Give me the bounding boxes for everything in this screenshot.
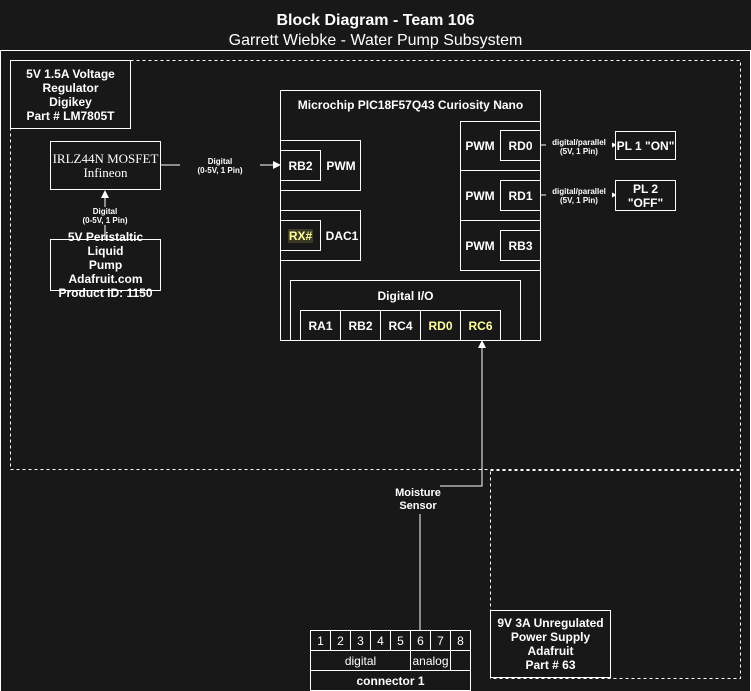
regulator-line-2: Regulator: [42, 80, 99, 95]
dio-pin-rd0: RD0: [420, 310, 461, 341]
pl1-label: PL 1 "ON": [616, 138, 675, 153]
digital-io-title: Digital I/O: [377, 289, 434, 303]
pin-rb2: RB2: [280, 150, 321, 181]
moisture-line-2: Sensor: [399, 500, 437, 512]
diagram-title: Block Diagram - Team 106: [276, 12, 475, 29]
regulator-line-1: 5V 1.5A Voltage: [26, 66, 115, 81]
dio-pin-label: RD0: [428, 318, 453, 333]
diagram-subtitle: Garrett Wiebke - Water Pump Subsystem: [228, 32, 523, 49]
pl2-box: PL 2 "OFF": [615, 180, 676, 211]
pin-rb3-label: RB3: [508, 238, 533, 253]
dio-pin-label: RC4: [388, 318, 413, 333]
pump-line-1: 5V Peristaltic Liquid: [67, 230, 144, 258]
label-pump-mosfet: Digital (0-5V, 1 Pin): [65, 207, 145, 225]
pin-rd1: RD1: [500, 180, 541, 211]
connector-name-bar: connector 1: [310, 670, 471, 691]
connector-pin-label: 3: [357, 633, 364, 648]
pwm3-label: PWM: [465, 239, 495, 253]
pin-rd1-label: RD1: [508, 188, 533, 203]
power-supply-box: 9V 3A Unregulated Power Supply Adafruit …: [490, 610, 611, 678]
connector-pin-label: 2: [337, 633, 344, 648]
moisture-sensor-label: Moisture Sensor: [380, 487, 456, 513]
connector-pin-7: 7: [430, 630, 451, 651]
dio-pin-ra1: RA1: [300, 310, 341, 341]
dio-pin-label: RC6: [468, 318, 493, 333]
label-mosfet-rb2-l1: Digital: [207, 157, 233, 166]
pump-line-2: Pump Adafruit.com: [68, 258, 143, 286]
label-pump-mosfet-l1: Digital: [92, 207, 118, 216]
connector-pin-1: 1: [310, 630, 331, 651]
pl1-box: PL 1 "ON": [615, 131, 676, 160]
voltage-regulator-box: 5V 1.5A Voltage Regulator Digikey Part #…: [10, 60, 131, 129]
pin-rx: RX#: [280, 220, 321, 251]
connector-pin-3: 3: [350, 630, 371, 651]
connector-pin-4: 4: [370, 630, 391, 651]
connector-analog-label: analog: [412, 653, 449, 668]
pump-box: 5V Peristaltic Liquid Pump Adafruit.com …: [50, 230, 161, 300]
connector-pin-2: 2: [330, 630, 351, 651]
label-mosfet-rb2: Digital (0-5V, 1 Pin): [180, 157, 260, 175]
dio-pin-rc6: RC6: [460, 310, 501, 341]
power-line-3: Adafruit: [527, 644, 574, 658]
pin-rb2-label: RB2: [288, 158, 313, 173]
power-line-2: Power Supply: [510, 630, 591, 644]
connector-pin-label: 7: [437, 633, 444, 648]
label-rd0-pl1-l2: (5V, 1 Pin): [560, 147, 598, 156]
connector-pin-6: 6: [410, 630, 431, 651]
mosfet-line-1: IRLZ44N MOSFET: [52, 150, 159, 166]
connector-pin-5: 5: [390, 630, 411, 651]
pwm2-label: PWM: [465, 189, 495, 203]
label-rd0-pl1-l1: digital/parallel: [552, 138, 606, 147]
microcontroller-title: Microchip PIC18F57Q43 Curiosity Nano: [297, 98, 524, 112]
mosfet-line-2: Infineon: [83, 164, 128, 180]
pl2-line-1: PL 2: [632, 181, 659, 196]
connector-pin-label: 6: [417, 633, 424, 648]
pump-line-3: Product ID: 1150: [58, 286, 153, 300]
regulator-line-3: Digikey: [49, 94, 92, 109]
pin-rd0-right-label: RD0: [508, 138, 533, 153]
power-dashed-region: [490, 470, 741, 679]
power-line-4: Part # 63: [525, 658, 576, 672]
label-rd0-pl1: digital/parallel (5V, 1 Pin): [546, 138, 612, 156]
connector-analog-group: analog: [410, 650, 451, 671]
pwm-left-label: PWM: [326, 159, 356, 173]
label-rd1-pl2: digital/parallel (5V, 1 Pin): [546, 187, 612, 205]
mosfet-box: IRLZ44N MOSFET Infineon: [50, 141, 161, 190]
moisture-line-1: Moisture: [395, 487, 441, 499]
connector-digital-group: digital: [310, 650, 411, 671]
pwm1-label: PWM: [465, 139, 495, 153]
connector-pin-label: 4: [377, 633, 384, 648]
label-rd1-pl2-l2: (5V, 1 Pin): [560, 196, 598, 205]
dio-pin-label: RA1: [308, 318, 333, 333]
dio-pin-rc4: RC4: [380, 310, 421, 341]
pin-rd0-right: RD0: [500, 130, 541, 161]
label-mosfet-rb2-l2: (0-5V, 1 Pin): [197, 166, 243, 175]
pin-rx-label: RX#: [287, 228, 314, 243]
dac-label: DAC1: [325, 229, 359, 243]
connector-digital-label: digital: [344, 653, 377, 668]
connector-pin-8: 8: [450, 630, 471, 651]
arrow-sensor-to-rc6: [440, 340, 486, 487]
connector-pin-label: 1: [317, 633, 324, 648]
label-rd1-pl2-l1: digital/parallel: [552, 187, 606, 196]
connector-pin-label: 8: [457, 633, 464, 648]
connector-name-label: connector 1: [356, 673, 425, 688]
power-line-1: 9V 3A Unregulated: [497, 616, 604, 630]
connector-pin-label: 5: [397, 633, 404, 648]
dio-pin-rb2: RB2: [340, 310, 381, 341]
pin-rb3: RB3: [500, 230, 541, 261]
regulator-line-4: Part # LM7805T: [26, 108, 115, 123]
pl2-line-2: "OFF": [627, 195, 664, 210]
label-pump-mosfet-l2: (0-5V, 1 Pin): [82, 216, 128, 225]
dio-pin-label: RB2: [348, 318, 373, 333]
